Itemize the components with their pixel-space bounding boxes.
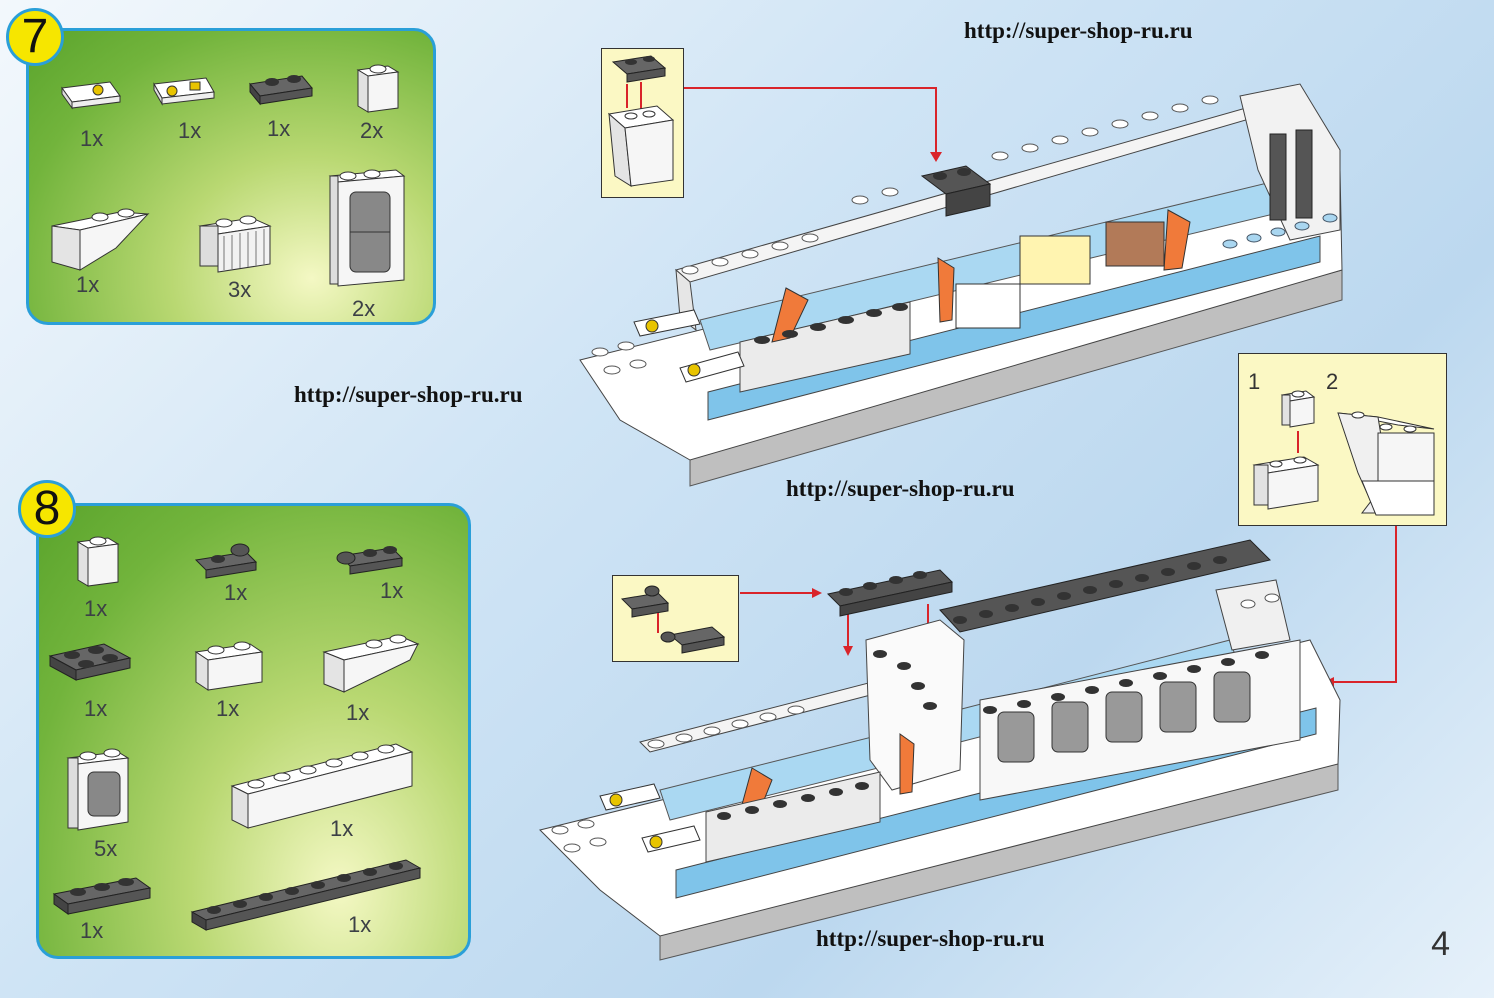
step-7-badge: 7	[6, 8, 64, 66]
part-window-panel-icon	[328, 169, 406, 287]
step-8-qty-10: 1x	[348, 912, 372, 937]
part-white-slope-icon	[322, 634, 420, 693]
part-grey-plate-1x8-icon	[190, 859, 422, 931]
callout-step-8-clip-detail	[612, 575, 739, 662]
part-white-brick-1x2-icon	[194, 641, 264, 691]
part-white-brick-1x1-icon	[76, 536, 120, 587]
step-7-qty-2: 1x	[178, 118, 202, 143]
step-8-qty-7: 5x	[94, 836, 118, 861]
part-white-brick-1x6-icon	[230, 743, 414, 829]
watermark-url-middle-left: http://super-shop-ru.ru	[294, 382, 523, 407]
part-grey-plate-clip-left-icon	[336, 546, 404, 575]
step-8-qty-2: 1x	[224, 580, 248, 605]
callout-step-8-clip-drawing	[620, 585, 726, 654]
page-number: 4	[1431, 925, 1450, 963]
callout-num-1: 1	[1248, 369, 1261, 394]
step-7-qty-7: 2x	[352, 296, 376, 321]
step-7-qty-5: 1x	[76, 272, 100, 297]
step-7-qty-3: 1x	[267, 116, 291, 141]
callout-step-8-numbered-drawing	[1252, 390, 1435, 516]
part-grey-plate-1x3-icon	[52, 877, 152, 915]
callout-num-2: 2	[1326, 369, 1339, 394]
step-8-qty-4: 1x	[84, 696, 108, 721]
step-8-qty-3: 1x	[380, 578, 404, 603]
part-window-icon	[66, 748, 130, 831]
part-printed-tile-icon	[61, 81, 121, 110]
step-7-part-icons	[51, 64, 406, 287]
step-8-qty-6: 1x	[346, 700, 370, 725]
step-7-qty-6: 3x	[228, 277, 252, 302]
part-grey-plate-clip-icon	[194, 543, 258, 579]
step-8-qty-1: 1x	[84, 596, 108, 621]
part-grille-brick-icon	[198, 215, 272, 273]
watermark-url-bottom: http://super-shop-ru.ru	[816, 926, 1045, 951]
callout-step-7-detail-drawing	[607, 55, 675, 187]
step-8-qty-8: 1x	[330, 816, 354, 841]
step-7-qty-1: 1x	[80, 126, 104, 151]
part-white-brick-1x1-icon	[356, 64, 400, 113]
watermark-url-top: http://super-shop-ru.ru	[964, 18, 1193, 43]
part-grey-plate-2x2-icon	[48, 643, 132, 681]
step-7-qty-4: 2x	[360, 118, 384, 143]
part-printed-tile-yellow-icon	[153, 77, 215, 106]
part-grey-plate-icon	[249, 75, 313, 106]
step-8-qty-9: 1x	[80, 918, 104, 943]
step-8-part-icons	[48, 536, 422, 931]
watermark-url-middle-right: http://super-shop-ru.ru	[786, 476, 1015, 501]
step-8-qty-5: 1x	[216, 696, 240, 721]
step-8-badge: 8	[18, 480, 76, 538]
part-inverted-slope-icon	[51, 208, 150, 271]
